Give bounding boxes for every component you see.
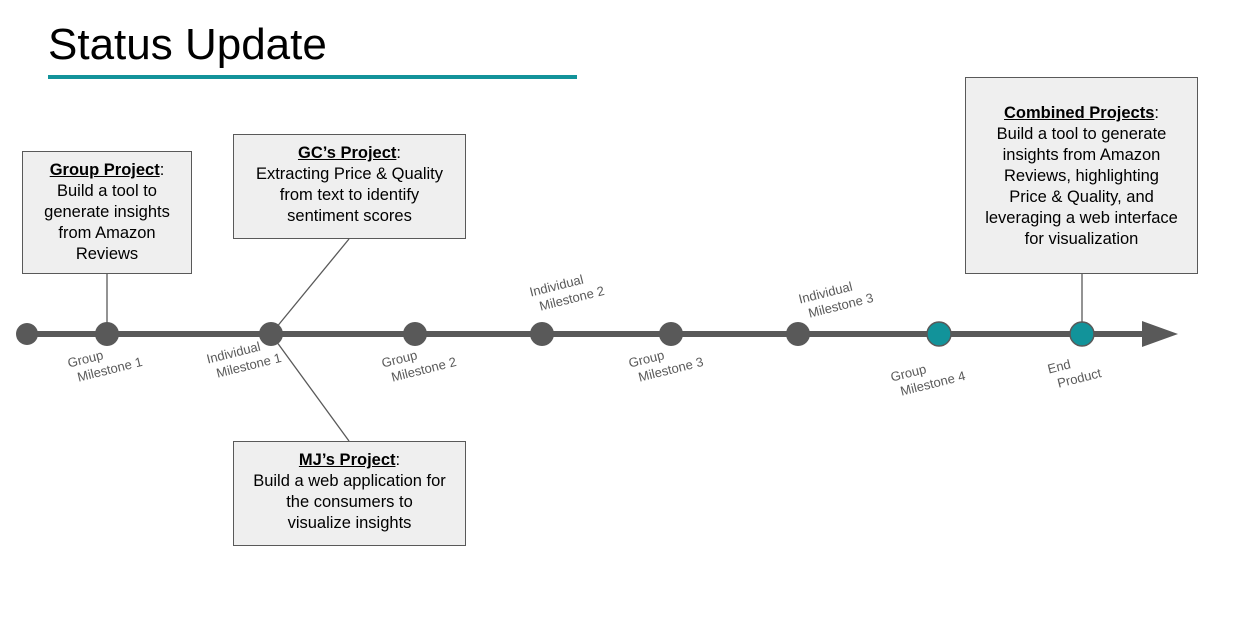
node-end-product: [1069, 321, 1095, 347]
node-individual-milestone-2: [530, 322, 554, 346]
combined-projects-line: Reviews, highlighting: [1003, 167, 1159, 185]
group-project-line: Reviews: [75, 245, 139, 263]
timeline-arrowhead: [1142, 321, 1178, 347]
group-project-heading: Group Project: [49, 161, 160, 179]
mj-project-line: Build a web application for: [253, 472, 446, 490]
gc-project-box: GC’s Project: Extracting Price & Quality…: [233, 134, 466, 239]
combined-projects-heading: Combined Projects: [1004, 104, 1155, 122]
combined-projects-line: Build a tool to generate: [996, 125, 1167, 143]
node-group-milestone-4: [926, 321, 952, 347]
gc-project-line: Extracting Price & Quality: [255, 165, 444, 183]
combined-projects-box: Combined Projects: Build a tool to gener…: [965, 77, 1198, 274]
combined-projects-line: insights from Amazon: [1002, 146, 1161, 164]
combined-projects-line: leveraging a web interface: [985, 209, 1178, 227]
start-node: [16, 323, 38, 345]
mj-project-line: visualize insights: [287, 514, 412, 532]
gc-project-line: from text to identify: [279, 186, 420, 204]
combined-projects-line: Price & Quality, and: [1009, 188, 1154, 206]
connector-gc-project: [270, 238, 350, 335]
combined-projects-line: for visualization: [1024, 230, 1139, 248]
connector-mj-project: [270, 333, 350, 442]
slide-title: Status Update: [48, 20, 327, 69]
gc-project-heading: GC’s Project: [297, 144, 397, 162]
node-group-milestone-1: [95, 322, 119, 346]
node-group-milestone-2: [403, 322, 427, 346]
mj-project-heading: MJ’s Project: [298, 451, 396, 469]
node-individual-milestone-3: [786, 322, 810, 346]
title-underline: [48, 75, 577, 79]
group-project-line: from Amazon: [58, 224, 156, 242]
group-project-line: generate insights: [44, 203, 170, 221]
mj-project-line: the consumers to: [286, 493, 413, 511]
node-group-milestone-3: [659, 322, 683, 346]
node-individual-milestone-1: [259, 322, 283, 346]
group-project-line: Build a tool to: [57, 182, 157, 200]
mj-project-box: MJ’s Project: Build a web application fo…: [233, 441, 466, 546]
gc-project-line: sentiment scores: [287, 207, 412, 225]
group-project-box: Group Project: Build a tool to generate …: [22, 151, 192, 274]
